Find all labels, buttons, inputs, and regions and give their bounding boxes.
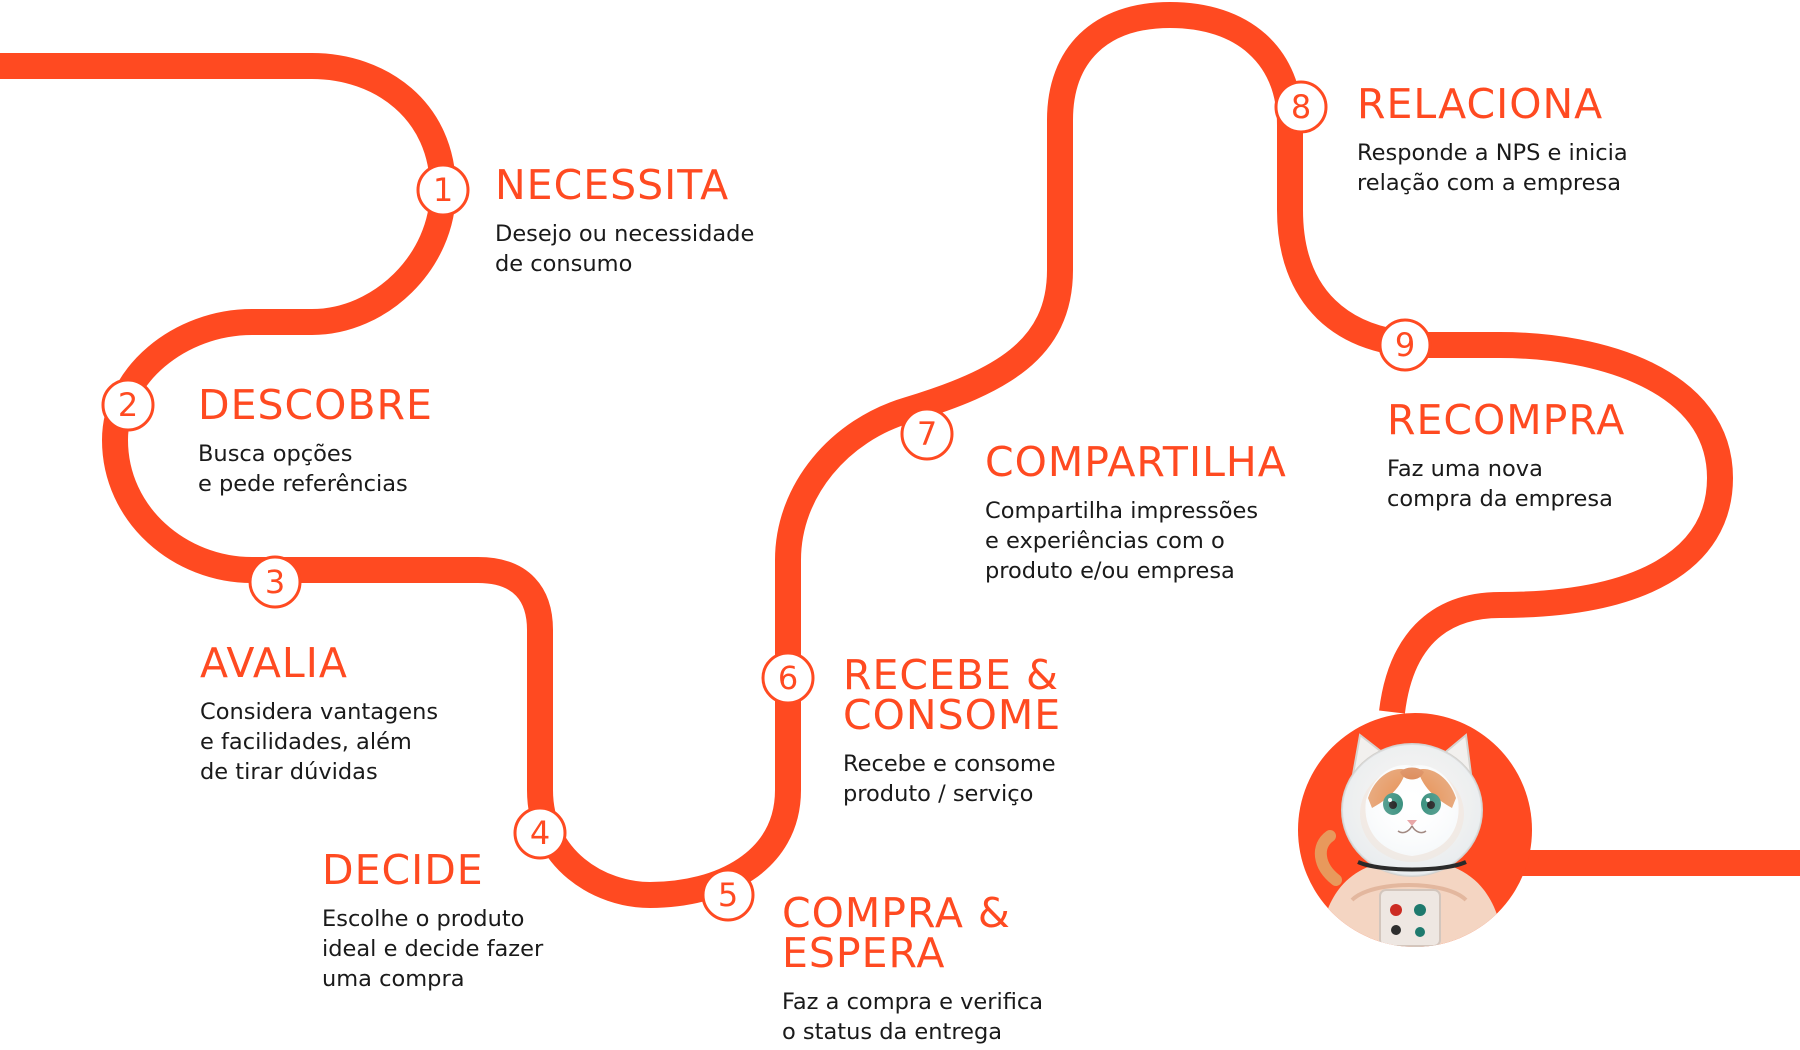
step-number: 9	[1395, 326, 1415, 364]
step-number: 1	[433, 171, 453, 209]
step-marker-5: 5	[701, 868, 755, 922]
step-9: RECOMPRA Faz uma nova compra da empresa	[1387, 400, 1625, 514]
step-number: 8	[1291, 88, 1311, 126]
step-number: 6	[778, 659, 798, 697]
step-marker-2: 2	[101, 378, 155, 432]
step-1: NECESSITA Desejo ou necessidade de consu…	[495, 165, 754, 279]
step-description: Escolhe o produto ideal e decide fazer u…	[322, 906, 544, 992]
step-title: RELACIONA	[1357, 80, 1604, 128]
step-title: COMPRA & ESPERA	[782, 889, 1011, 977]
step-title: RECEBE & CONSOME	[843, 651, 1062, 739]
step-title: AVALIA	[200, 639, 348, 687]
step-marker-3: 3	[248, 555, 302, 609]
step-marker-4: 4	[513, 806, 567, 860]
step-marker-9: 9	[1378, 318, 1432, 372]
step-number: 7	[917, 415, 937, 453]
step-4: DECIDE Escolhe o produto ideal e decide …	[322, 850, 543, 994]
step-marker-1: 1	[416, 163, 470, 217]
step-title: NECESSITA	[495, 161, 730, 209]
step-marker-8: 8	[1274, 80, 1328, 134]
step-7: COMPARTILHA Compartilha impressões e exp…	[985, 442, 1287, 586]
step-title: COMPARTILHA	[985, 438, 1287, 486]
step-6: RECEBE & CONSOME Recebe e consome produt…	[843, 655, 1061, 809]
step-2: DESCOBRE Busca opções e pede referências	[198, 385, 433, 499]
step-marker-6: 6	[761, 651, 815, 705]
step-description: Desejo ou necessidade de consumo	[495, 221, 755, 277]
step-description: Considera vantagens e facilidades, além …	[200, 699, 439, 785]
step-description: Recebe e consome produto / serviço	[843, 751, 1056, 807]
step-description: Faz uma nova compra da empresa	[1387, 456, 1613, 512]
step-5: COMPRA & ESPERA Faz a compra e verifica …	[782, 893, 1043, 1047]
step-number: 4	[530, 814, 550, 852]
step-number: 5	[718, 876, 738, 914]
astronaut-cat-icon	[1298, 713, 1532, 947]
step-description: Busca opções e pede referências	[198, 441, 408, 497]
step-3: AVALIA Considera vantagens e facilidades…	[200, 643, 438, 787]
step-description: Compartilha impressões e experiências co…	[985, 498, 1259, 584]
step-number: 2	[118, 386, 138, 424]
step-title: RECOMPRA	[1387, 396, 1626, 444]
step-marker-7: 7	[900, 407, 954, 461]
step-8: RELACIONA Responde a NPS e inicia relaçã…	[1357, 84, 1628, 198]
step-title: DESCOBRE	[198, 381, 433, 429]
step-description: Faz a compra e verifica o status da entr…	[782, 989, 1044, 1045]
journey-path	[0, 2, 1733, 908]
step-description: Responde a NPS e inicia relação com a em…	[1357, 140, 1628, 196]
step-number: 3	[265, 563, 285, 601]
step-title: DECIDE	[322, 846, 484, 894]
